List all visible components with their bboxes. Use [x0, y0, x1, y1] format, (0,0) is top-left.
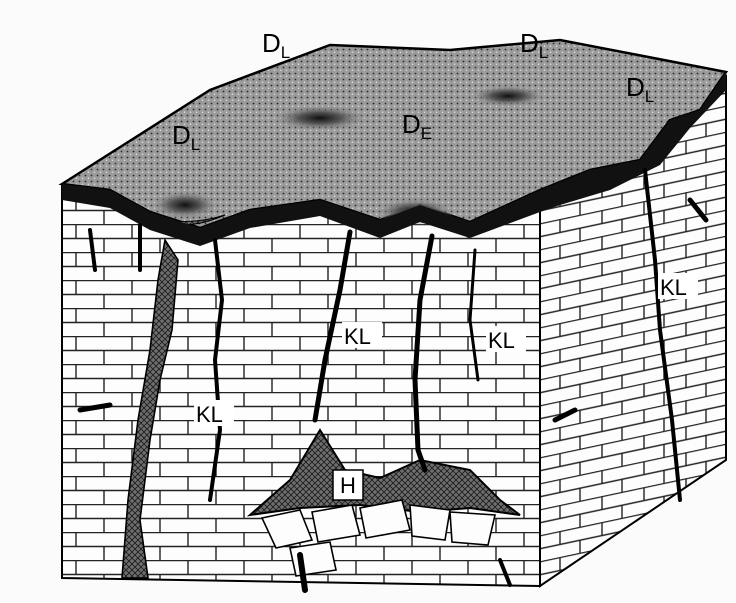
svg-text:KL: KL [660, 275, 687, 300]
svg-text:KL: KL [196, 402, 223, 427]
label-kl-side: KL [658, 273, 698, 300]
svg-text:KL: KL [488, 328, 515, 353]
label-kl-left: KL [194, 400, 234, 427]
svg-text:KL: KL [344, 324, 371, 349]
doline [470, 85, 546, 107]
label-dl-top-center: DL [262, 28, 290, 62]
label-kl-right-center: KL [486, 326, 526, 353]
label-kl-center: KL [342, 322, 382, 349]
doline [151, 191, 219, 219]
svg-text:H: H [340, 473, 356, 498]
svg-text:DL: DL [262, 28, 290, 62]
doline [272, 105, 368, 131]
label-h: H [333, 470, 363, 500]
label-dl-top-right: DL [520, 28, 548, 62]
svg-text:DL: DL [520, 28, 548, 62]
